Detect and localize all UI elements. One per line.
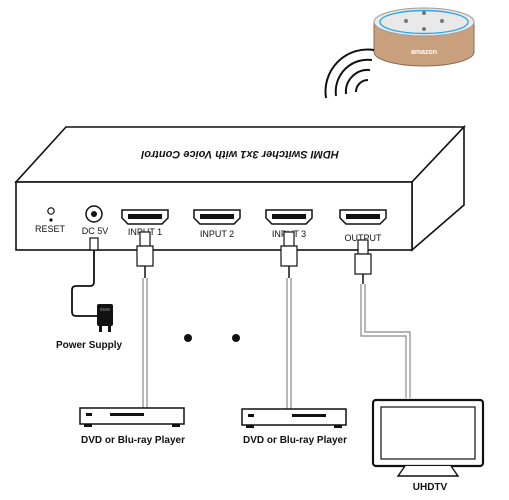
dvd-player-1-label: DVD or Blu-ray Player — [81, 435, 185, 446]
uhdtv-label: UHDTV — [413, 482, 448, 493]
power-supply-label: Power Supply — [56, 340, 123, 351]
reset-label: RESET — [35, 224, 66, 234]
input1-cable — [136, 231, 154, 410]
speaker-action-button — [422, 11, 426, 15]
dvd-player-2 — [241, 408, 347, 428]
speaker-mute-button — [422, 27, 426, 31]
voice-signal-waves — [324, 48, 375, 99]
output-port — [339, 209, 387, 225]
ellipsis-dot — [232, 334, 240, 342]
smart-speaker: amazon — [373, 7, 475, 67]
speaker-volume-down-button — [404, 19, 408, 23]
hdmi-switcher: HDMI Switcher 3x1 with Voice Control RES… — [14, 124, 466, 252]
input3-port — [265, 209, 313, 225]
input1-port — [121, 209, 169, 225]
dvd-player-1 — [79, 407, 185, 427]
input3-cable — [280, 231, 298, 410]
power-adapter — [97, 304, 113, 332]
output-cable — [354, 239, 411, 398]
reset-indicator — [49, 218, 53, 222]
speaker-volume-up-button — [440, 19, 444, 23]
speaker-brand-logo: amazon — [411, 49, 437, 56]
input2-port — [193, 209, 241, 225]
output-label: OUTPUT — [345, 233, 383, 243]
ellipsis-dot — [184, 334, 192, 342]
device-title: HDMI Switcher 3x1 with Voice Control — [140, 148, 339, 160]
input2-label: INPUT 2 — [200, 229, 234, 239]
dc-port-label: DC 5V — [82, 226, 109, 236]
dvd-player-2-label: DVD or Blu-ray Player — [243, 435, 347, 446]
uhdtv — [371, 398, 485, 477]
reset-button — [47, 207, 55, 215]
